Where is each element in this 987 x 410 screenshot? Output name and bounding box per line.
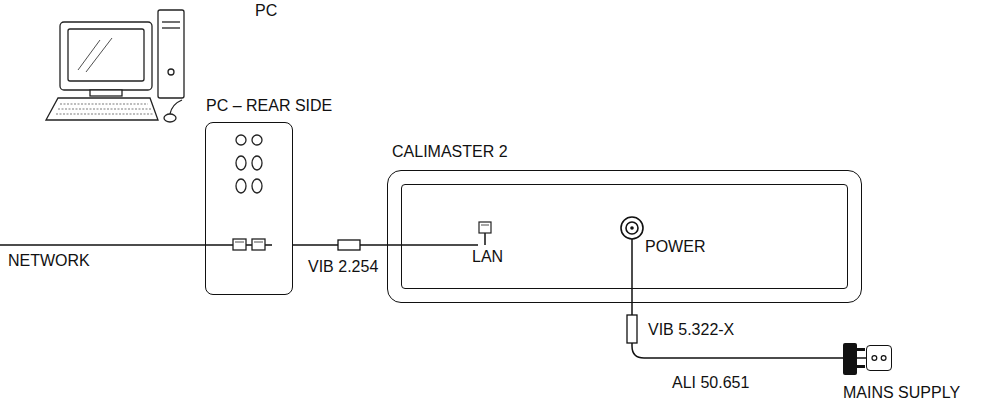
- port-name: LAN: [472, 248, 503, 266]
- housing-inner-outline: [401, 184, 848, 289]
- device-housing: CALIMASTER 2: [387, 170, 862, 303]
- port-name: POWER: [645, 238, 705, 256]
- cable: [632, 303, 866, 358]
- cable-code: VIB 2.254: [306, 258, 380, 276]
- power-connector: [621, 217, 643, 239]
- node-heading: MAINS SUPPLY: [843, 384, 960, 402]
- part-name: PC: [255, 2, 277, 20]
- node-heading: PC – REAR SIDE: [206, 97, 332, 115]
- plug: [843, 343, 865, 375]
- pc-rear-panel: PC – REAR SIDE: [205, 122, 293, 295]
- pc-illustration: [46, 10, 184, 122]
- socket-holes: [867, 346, 891, 370]
- cable-code: ALI 50.651: [672, 374, 749, 392]
- rj45-port: [252, 239, 265, 250]
- cable-marker: [627, 315, 637, 343]
- lan-port: [479, 222, 491, 233]
- cable-code: VIB 5.322-X: [646, 321, 736, 339]
- cable-marker: [338, 240, 360, 250]
- line-name: NETWORK: [8, 252, 90, 270]
- mains-socket: MAINS SUPPLY: [866, 345, 892, 371]
- rj45-port: [233, 239, 246, 250]
- node-heading: CALIMASTER 2: [392, 143, 508, 161]
